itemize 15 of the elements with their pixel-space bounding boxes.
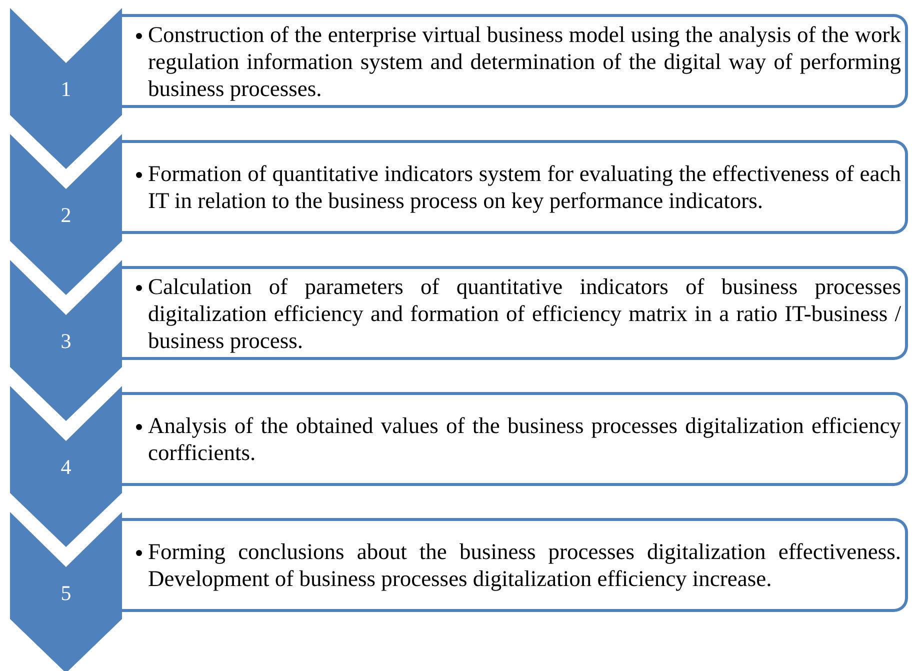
step-description: Formation of quantitative indicators system for evaluating the effectiveness of each IT in relation to the business process on key performance indicators. <box>148 160 901 214</box>
step-number: 5 <box>60 580 72 606</box>
step-number: 4 <box>60 454 72 480</box>
step-box <box>122 266 908 360</box>
step-number: 2 <box>60 202 72 228</box>
step-box <box>122 14 908 108</box>
step-description: Calculation of parameters of quantitative indicators of business processes digitalization efficiency and formation of efficiency matrix in a ratio IT-business / business process. <box>148 272 901 354</box>
step-box <box>122 518 908 612</box>
step-description: Forming conclusions about the business processes digitalization effectiveness. Development of business processes digitalization efficiency increase. <box>148 538 901 592</box>
step-box <box>122 140 908 234</box>
step-number: 3 <box>60 328 72 354</box>
step-description: Analysis of the obtained values of the business processes digitalization efficiency corfficients. <box>148 412 901 466</box>
step-box <box>122 392 908 486</box>
step-number: 1 <box>60 76 72 102</box>
step-description: Construction of the enterprise virtual business model using the analysis of the work regulation information system and determination of the digital way of performing business processes. <box>148 20 901 102</box>
